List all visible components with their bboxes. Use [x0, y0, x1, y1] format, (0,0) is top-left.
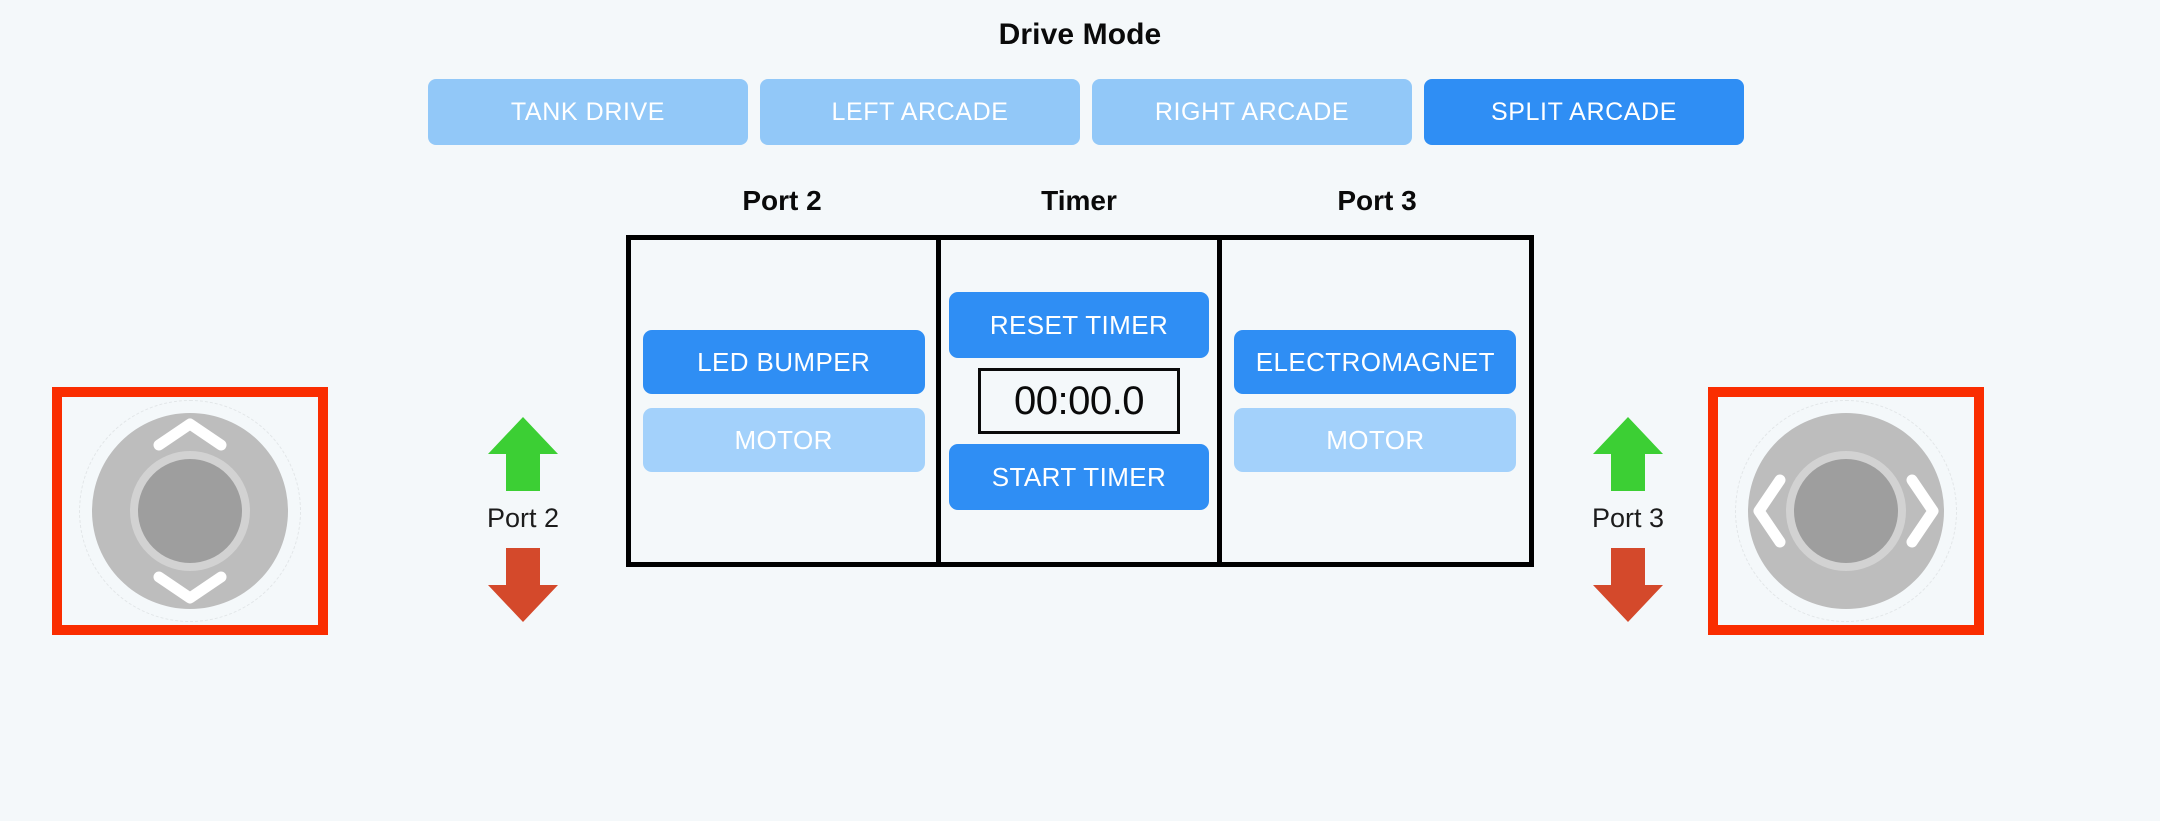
- drive-mode-button-group: TANK DRIVE LEFT ARCADE RIGHT ARCADE SPLI…: [428, 79, 1744, 145]
- port2-motor-button[interactable]: MOTOR: [642, 408, 925, 472]
- port2-indicator-label: Port 2: [486, 503, 560, 533]
- drive-mode-button-label: TANK DRIVE: [510, 97, 666, 126]
- drive-mode-button-label: RIGHT ARCADE: [1154, 97, 1350, 126]
- panel-label-port2: Port 2: [742, 185, 822, 216]
- port3-indicator-label: Port 3: [1591, 503, 1665, 533]
- drive-mode-button-left-arcade[interactable]: LEFT ARCADE: [760, 79, 1080, 145]
- right-joystick[interactable]: [1735, 400, 1957, 622]
- led-bumper-button[interactable]: LED BUMPER: [642, 330, 925, 394]
- chevron-left-icon: [1753, 474, 1786, 548]
- reset-timer-button-label: RESET TIMER: [989, 309, 1169, 340]
- page-title: Drive Mode: [998, 18, 1162, 51]
- left-joystick[interactable]: [79, 400, 301, 622]
- electromagnet-button[interactable]: ELECTROMAGNET: [1234, 330, 1517, 394]
- drive-mode-button-label: SPLIT ARCADE: [1491, 97, 1677, 126]
- panel-column-port3: ELECTROMAGNET MOTOR: [1222, 240, 1529, 562]
- start-timer-button[interactable]: START TIMER: [949, 444, 1209, 510]
- arrow-down-icon[interactable]: [486, 546, 560, 624]
- panel-column-port2: LED BUMPER MOTOR: [631, 240, 942, 562]
- arrow-down-icon[interactable]: [1591, 546, 1665, 624]
- panel-column-labels: Port 2 Timer Port 3: [626, 185, 1534, 217]
- chevron-down-icon: [153, 571, 227, 604]
- drive-mode-button-tank-drive[interactable]: TANK DRIVE: [428, 79, 748, 145]
- start-timer-button-label: START TIMER: [991, 461, 1167, 492]
- panel-label-timer: Timer: [1041, 185, 1117, 216]
- right-joystick-knob[interactable]: [1794, 459, 1898, 563]
- arrow-up-icon[interactable]: [486, 415, 560, 493]
- panel-column-timer: RESET TIMER 00:00.0 START TIMER: [941, 240, 1222, 562]
- control-panel: LED BUMPER MOTOR RESET TIMER 00:00.0 STA…: [626, 235, 1534, 567]
- timer-display-value: 00:00.0: [1014, 378, 1144, 423]
- drive-mode-button-right-arcade[interactable]: RIGHT ARCADE: [1092, 79, 1412, 145]
- port3-motor-button[interactable]: MOTOR: [1234, 408, 1517, 472]
- drive-mode-button-label: LEFT ARCADE: [831, 97, 1009, 126]
- port2-motor-button-label: MOTOR: [734, 424, 833, 455]
- left-joystick-frame: [52, 387, 328, 635]
- port3-indicator-group: Port 3: [1563, 415, 1693, 624]
- electromagnet-button-label: ELECTROMAGNET: [1255, 346, 1495, 377]
- led-bumper-button-label: LED BUMPER: [697, 346, 871, 377]
- left-joystick-knob[interactable]: [138, 459, 242, 563]
- port2-indicator-group: Port 2: [458, 415, 588, 624]
- right-joystick-frame: [1708, 387, 1984, 635]
- port3-motor-button-label: MOTOR: [1326, 424, 1425, 455]
- timer-display: 00:00.0: [978, 368, 1180, 434]
- arrow-up-icon[interactable]: [1591, 415, 1665, 493]
- chevron-up-icon: [153, 418, 227, 451]
- chevron-right-icon: [1906, 474, 1939, 548]
- drive-mode-button-split-arcade[interactable]: SPLIT ARCADE: [1424, 79, 1744, 145]
- reset-timer-button[interactable]: RESET TIMER: [949, 292, 1209, 358]
- panel-label-port3: Port 3: [1337, 185, 1417, 216]
